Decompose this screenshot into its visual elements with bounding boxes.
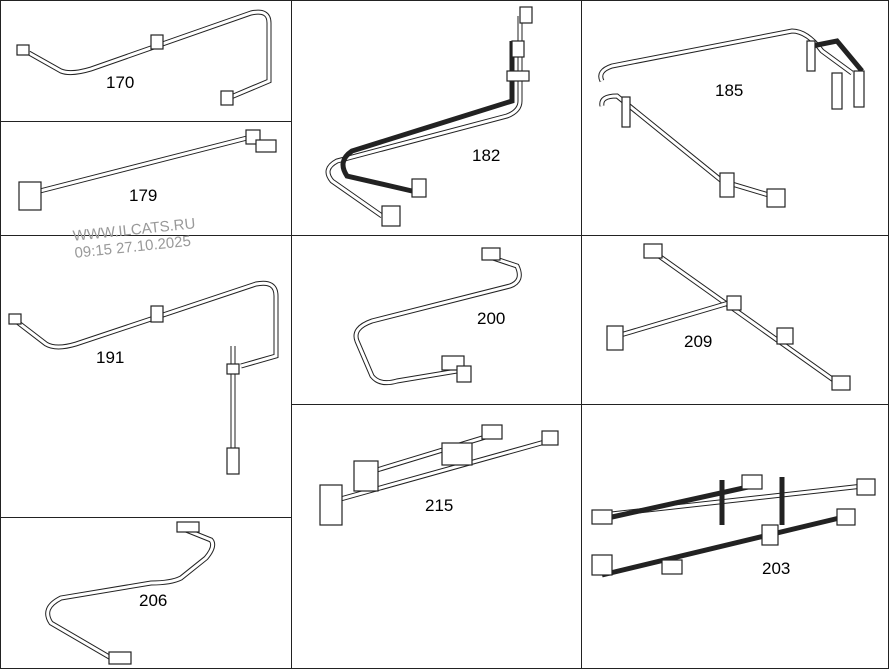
part-cell-203[interactable]: 203 <box>581 404 889 669</box>
part-cell-179[interactable]: 179 <box>0 121 292 236</box>
part-cell-185[interactable]: 185 <box>581 0 889 236</box>
part-label: 182 <box>472 146 501 165</box>
pipe-drawing <box>598 28 865 208</box>
part-cell-206[interactable]: 206 <box>0 517 292 669</box>
part-label: 215 <box>425 496 454 515</box>
pipe-drawing <box>591 474 876 578</box>
pipe-drawing <box>606 243 851 391</box>
pipe-drawing <box>16 9 272 106</box>
pipe-drawing <box>18 129 277 211</box>
pipe-drawing <box>8 280 279 475</box>
part-label: 185 <box>715 81 744 100</box>
part-label: 200 <box>477 309 506 328</box>
part-cell-215[interactable]: 215 <box>291 404 582 669</box>
part-cell-200[interactable]: 200 <box>291 235 582 405</box>
part-cell-170[interactable]: 170 <box>0 0 292 122</box>
part-label: 206 <box>139 591 168 610</box>
part-label: 191 <box>96 348 125 367</box>
pipe-drawing <box>353 247 522 386</box>
pipe-drawing <box>325 6 533 227</box>
part-cell-182[interactable]: 182 <box>291 0 582 236</box>
part-label: 179 <box>129 186 158 205</box>
part-cell-209[interactable]: 209 <box>581 235 889 405</box>
pipe-drawing <box>319 424 559 526</box>
part-label: 209 <box>684 332 713 351</box>
part-label: 170 <box>106 73 135 92</box>
part-label: 203 <box>762 559 791 578</box>
part-cell-191[interactable]: 191 <box>0 235 292 518</box>
pipe-drawing <box>45 521 216 665</box>
